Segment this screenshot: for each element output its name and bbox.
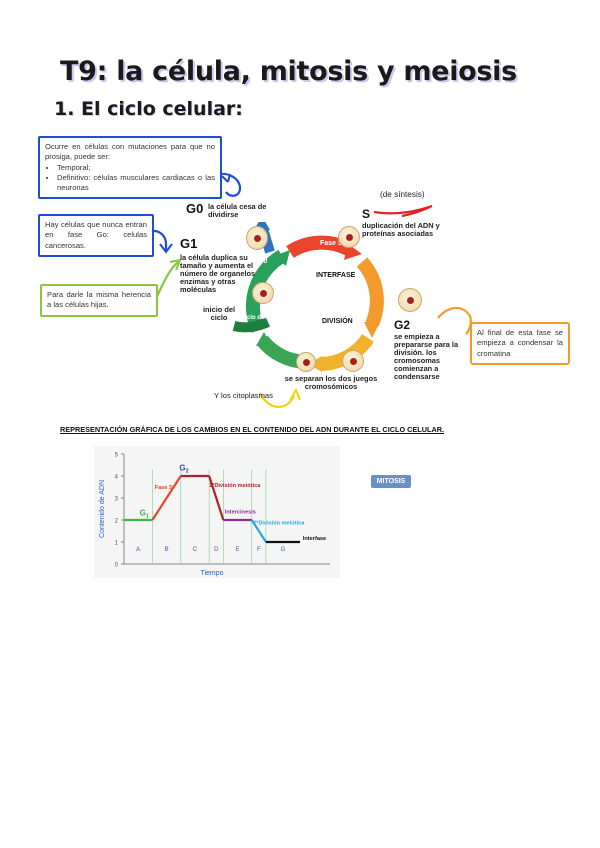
chart-y-axis-label: Contenido de ADN (99, 480, 106, 538)
dna-section-heading: REPRESENTACIÓN GRÁFICA DE LOS CAMBIOS EN… (60, 425, 445, 434)
s-label: S (362, 207, 371, 221)
cycle-interfase-label: INTERFASE (316, 272, 356, 279)
cell-g2 (398, 288, 422, 312)
chart-phase-label: G (281, 547, 286, 553)
chart-y-tick-label: 1 (115, 541, 119, 547)
chart-background (94, 446, 340, 578)
chart-annotation: Intercinesis (225, 509, 256, 515)
arc-mitosis: Mitosis (320, 340, 343, 347)
g2-label: G2 (394, 318, 411, 332)
g0-label: G0 (186, 201, 204, 216)
chart-annotation: G1 (140, 509, 149, 520)
chart-y-tick-label: 4 (115, 475, 119, 481)
dna-content-chart: Contenido de ADN Tiempo 0 1 2 3 4 5A B C D E F G G1 F… (94, 446, 340, 578)
cycle-division-label: DIVISIÓN (322, 318, 353, 325)
g2-description: se empieza a prepararse para la división… (394, 332, 459, 381)
arc-g1: G1 (286, 282, 296, 289)
note-go-intro: Ocurre en células con mutaciones para qu… (45, 142, 215, 162)
note-go-temporal: Ocurre en células con mutaciones para qu… (38, 136, 222, 200)
page-title: T9: la célula, mitosis y meiosis (60, 56, 517, 87)
g1-label: G1 (180, 236, 198, 251)
arc-inicio-ciclo: inicio del ciclo (240, 315, 282, 321)
chart-series-line (208, 475, 225, 521)
chart-y-tick-label: 0 (115, 563, 119, 569)
note-go-item-temporal: Temporal; (57, 163, 215, 173)
cell-g0 (246, 226, 268, 250)
chart-phase-label: A (136, 547, 140, 553)
chart-phase-label: F (257, 547, 261, 553)
chart-phase-label: C (193, 547, 198, 553)
cell-s (338, 226, 360, 248)
chart-annotation: Interfase (303, 536, 326, 542)
g0-description: la célula cesa de dividirse (208, 202, 267, 219)
chart-y-tick-label: 5 (115, 453, 119, 459)
arc-g2: G2 (385, 292, 395, 299)
cell-g1 (252, 282, 274, 304)
chart-annotation: 1ªDivisión meiótica (209, 482, 261, 489)
arc-fase-s: Fase S (320, 240, 343, 247)
arc-g0: G0 (258, 258, 268, 265)
chart-y-tick-label: 2 (115, 519, 119, 525)
chart-phase-label: D (214, 547, 219, 553)
note-citoplasmas: Y los citoplasmas (214, 391, 273, 400)
chart-x-axis-label: Tiempo (200, 570, 223, 577)
chart-annotation: 2ªDivisión meiótica (253, 519, 305, 526)
s-description: duplicación del ADN y proteínas asociada… (362, 221, 440, 238)
cell-division-2 (296, 352, 316, 372)
inicio-ciclo-label: inicio del ciclo (202, 305, 236, 322)
chart-annotation: Fase S (155, 485, 173, 491)
note-herencia: Para darle la misma herencia a las célul… (40, 284, 158, 317)
separan-description: se separan los dos juegos cromosómicos (284, 374, 378, 391)
chart-y-tick-label: 3 (115, 497, 119, 503)
chart-annotation: G2 (179, 464, 188, 475)
note-sintesis: (de síntesis) (380, 190, 425, 199)
chart-series-line (250, 519, 267, 543)
cell-division-1 (342, 350, 364, 372)
chart-phase-label: B (165, 547, 169, 553)
note-go-item-definitivo: Definitivo: células musculares cardiacas… (57, 173, 215, 194)
note-cancer-cells: Hay células que nunca entran en fase Go:… (38, 214, 154, 257)
chart-phase-label: E (236, 547, 240, 553)
section-heading: 1. El ciclo celular: (54, 98, 243, 120)
mitosis-badge: MITOSIS (371, 475, 411, 488)
g1-description: la célula duplica su tamaño y aumenta el… (180, 253, 256, 294)
chart-series-line (151, 475, 182, 521)
note-cromatina: Al final de esta fase se empieza a conde… (470, 322, 570, 365)
